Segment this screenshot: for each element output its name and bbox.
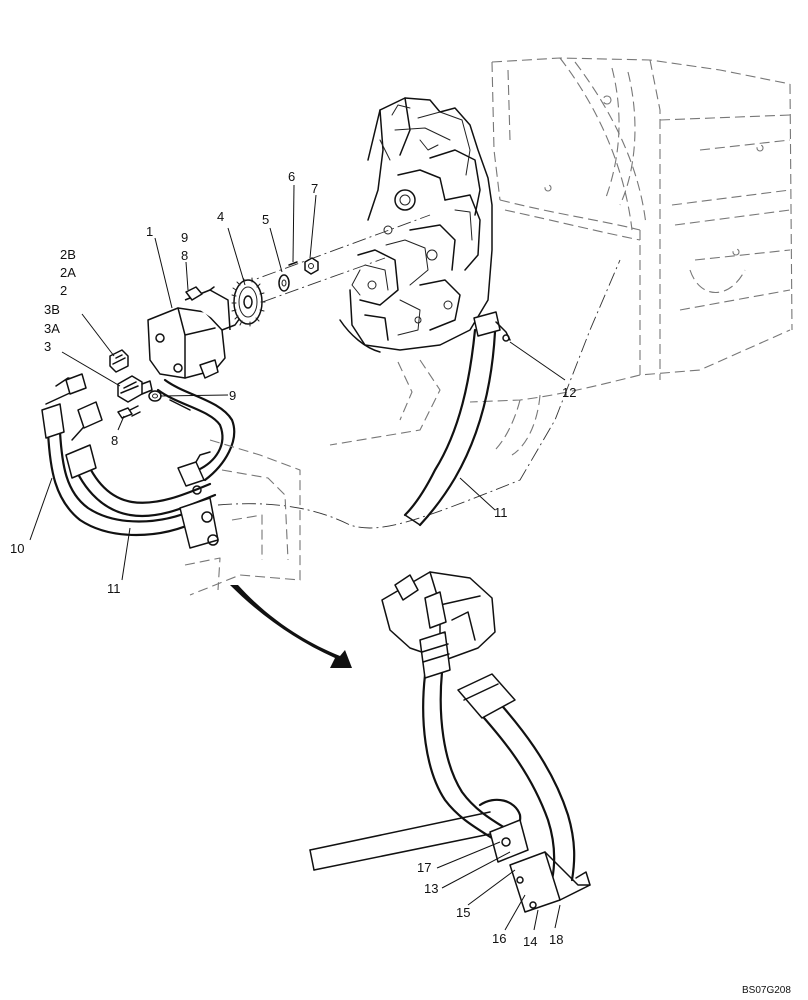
washer bbox=[278, 274, 290, 292]
callout-12: 12 bbox=[562, 385, 576, 400]
callout-2: 2 bbox=[60, 283, 67, 298]
callout-labels: 1 9 8 4 5 6 7 2B 2A 2 3B 3A 3 9 8 10 11 … bbox=[10, 169, 576, 949]
flat-washer bbox=[148, 390, 162, 402]
callout-14: 14 bbox=[523, 934, 537, 949]
detail-view-arrow bbox=[230, 585, 352, 668]
detail-view bbox=[309, 571, 591, 913]
hydraulic-hose-pair bbox=[41, 373, 236, 549]
callout-8a: 8 bbox=[181, 248, 188, 263]
hose-single bbox=[403, 311, 511, 527]
callout-15: 15 bbox=[456, 905, 470, 920]
callout-5: 5 bbox=[262, 212, 269, 227]
callout-2A: 2A bbox=[60, 265, 76, 280]
callout-6: 6 bbox=[288, 169, 295, 184]
callout-9a: 9 bbox=[181, 230, 188, 245]
mounting-bolt bbox=[117, 405, 141, 419]
callout-9b: 9 bbox=[229, 388, 236, 403]
chassis-outline bbox=[329, 57, 793, 456]
callout-11a: 11 bbox=[107, 581, 121, 596]
callout-3: 3 bbox=[44, 339, 51, 354]
callout-leader-lines bbox=[29, 184, 566, 931]
fitting-adapter-small bbox=[109, 349, 129, 373]
callout-3A: 3A bbox=[44, 321, 60, 336]
callout-11b: 11 bbox=[494, 505, 508, 520]
callout-10: 10 bbox=[10, 541, 24, 556]
callout-1: 1 bbox=[146, 224, 153, 239]
fitting-adapter-large bbox=[117, 375, 153, 403]
callout-13: 13 bbox=[424, 881, 438, 896]
figure-code: BS07G208 bbox=[742, 985, 791, 996]
assembly-center-lines bbox=[194, 214, 621, 529]
callout-4: 4 bbox=[217, 209, 224, 224]
callout-8b: 8 bbox=[111, 433, 118, 448]
callout-7: 7 bbox=[311, 181, 318, 196]
callout-18: 18 bbox=[549, 932, 563, 947]
drive-gear bbox=[231, 277, 266, 327]
callout-3B: 3B bbox=[44, 302, 60, 317]
callout-2B: 2B bbox=[60, 247, 76, 262]
woodruff-key bbox=[288, 261, 298, 266]
callout-16: 16 bbox=[492, 931, 506, 946]
callout-17: 17 bbox=[417, 860, 431, 875]
hydraulic-pump bbox=[147, 286, 241, 379]
transmission-housing bbox=[339, 97, 493, 353]
lock-nut bbox=[304, 257, 319, 275]
frame-bracket-outline bbox=[184, 439, 301, 596]
